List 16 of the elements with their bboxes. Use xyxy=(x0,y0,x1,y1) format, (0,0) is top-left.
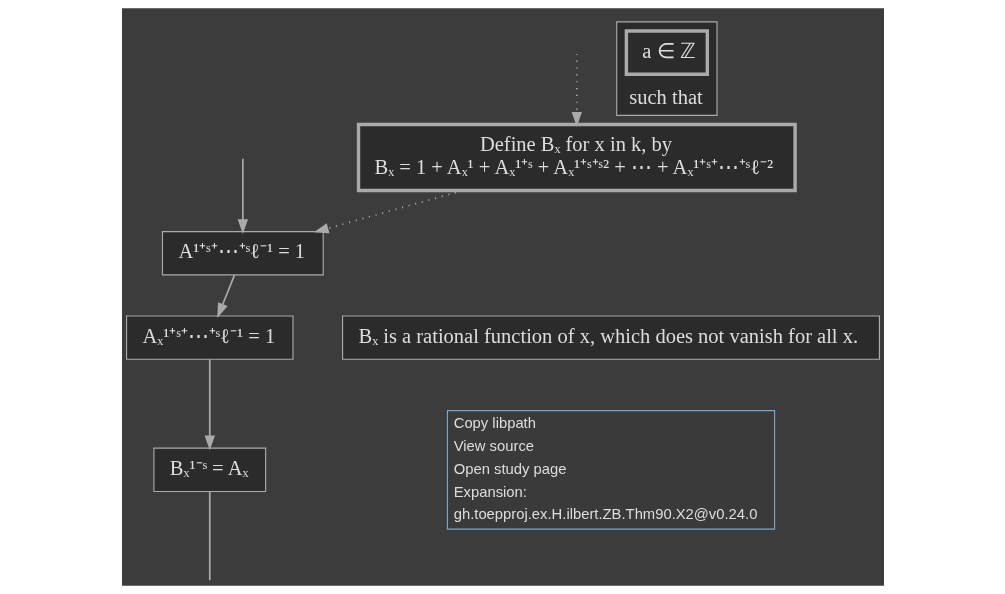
label: gh.toepproj.ex.H.ilbert.ZB.Thm90.X2@v0.24.0 xyxy=(453,506,757,523)
label: Copy libpath xyxy=(453,415,536,432)
arrow xyxy=(204,358,215,451)
label: Expansion: xyxy=(453,483,527,500)
arrow xyxy=(571,53,582,127)
node-box: Bₓ¹⁻ˢ = Aₓ xyxy=(152,447,266,493)
connector xyxy=(208,490,211,582)
node-box: Aₓ¹⁺ˢ⁺⋯⁺ˢℓ⁻¹ = 1 xyxy=(125,315,294,360)
arrow xyxy=(216,274,235,318)
node-box: a ∈ ℤ xyxy=(624,29,709,77)
node-box: A¹⁺ˢ⁺⋯⁺ˢℓ⁻¹ = 1 xyxy=(161,231,324,276)
label: View source xyxy=(453,437,534,454)
arrow xyxy=(237,157,248,235)
node-box: Define Bₓ for x in k, by Bₓ = 1 + Aₓ¹ + Aₓ¹⁺ˢ + Aₓ¹⁺ˢ⁺ˢ² + ⋯ + Aₓ¹⁺ˢ⁺⋯⁺ˢℓ⁻² xyxy=(356,122,797,193)
label: Open study page xyxy=(453,460,566,477)
node-box: Bₓ is a rational function of x, which does not vanish for all x. xyxy=(341,315,880,360)
